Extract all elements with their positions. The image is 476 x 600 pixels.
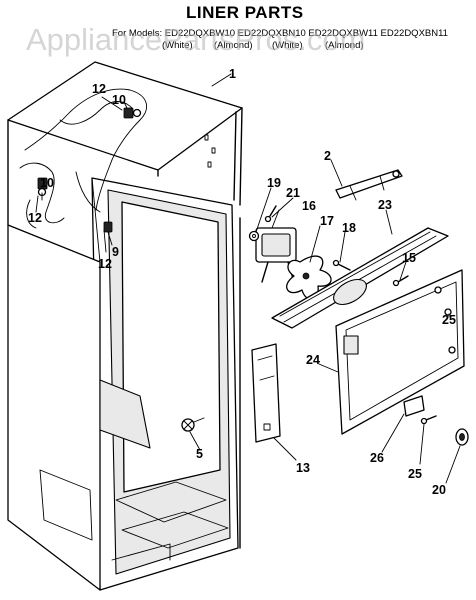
rear-cover-panel [335,269,465,435]
color-label-3: (White) [272,40,303,51]
callout-10-upper: 10 [112,93,126,107]
callout-12-upper: 12 [92,82,106,96]
evaporator-cover [271,227,449,329]
callout-23: 23 [378,198,392,212]
callout-15: 15 [402,251,416,265]
screw-5 [181,417,205,432]
callout-16: 16 [302,199,316,213]
screw-15 [392,275,409,287]
callout-25-lower: 25 [408,467,422,481]
callout-12-right: 12 [98,257,112,271]
callout-25-upper: 25 [442,313,456,327]
screw-25-lower [420,415,437,425]
screw-21 [264,205,277,223]
leader-lines [35,73,461,484]
callout-20: 20 [432,483,446,497]
callout-2: 2 [324,149,331,163]
callout-1: 1 [229,67,236,81]
thermostat-bracket [335,169,403,201]
watermark: AppliancePartsPros.com [26,22,365,57]
callout-18: 18 [342,221,356,235]
diagram-title: LINER PARTS [186,3,304,22]
callout-10-lower: 10 [40,176,54,190]
model-line: For Models: ED22DQXBW10 ED22DQXBN10 ED22… [112,28,448,39]
callout-19: 19 [267,176,281,190]
color-label-2: (Almond) [214,40,253,51]
wiring-harness [19,88,147,229]
liner-cabinet [7,61,243,591]
callout-5: 5 [196,447,203,461]
color-label-1: (White) [162,40,193,51]
grommet-19 [248,230,260,242]
callout-12-left: 12 [28,211,42,225]
fan-motor-assembly [255,227,297,283]
callout-24: 24 [306,353,320,367]
screw-25-upper [444,308,452,316]
color-label-4: (Almond) [325,40,364,51]
callout-21: 21 [286,186,300,200]
panel-13 [251,343,281,443]
callout-17: 17 [320,214,334,228]
screw-18 [332,259,351,271]
callout-9: 9 [112,245,119,259]
light-socket-upper [123,107,142,119]
wire-clip-right [103,221,113,233]
callout-13: 13 [296,461,310,475]
callout-26: 26 [370,451,384,465]
drain-knob-20 [455,428,469,446]
cover-plate-26 [403,395,425,417]
